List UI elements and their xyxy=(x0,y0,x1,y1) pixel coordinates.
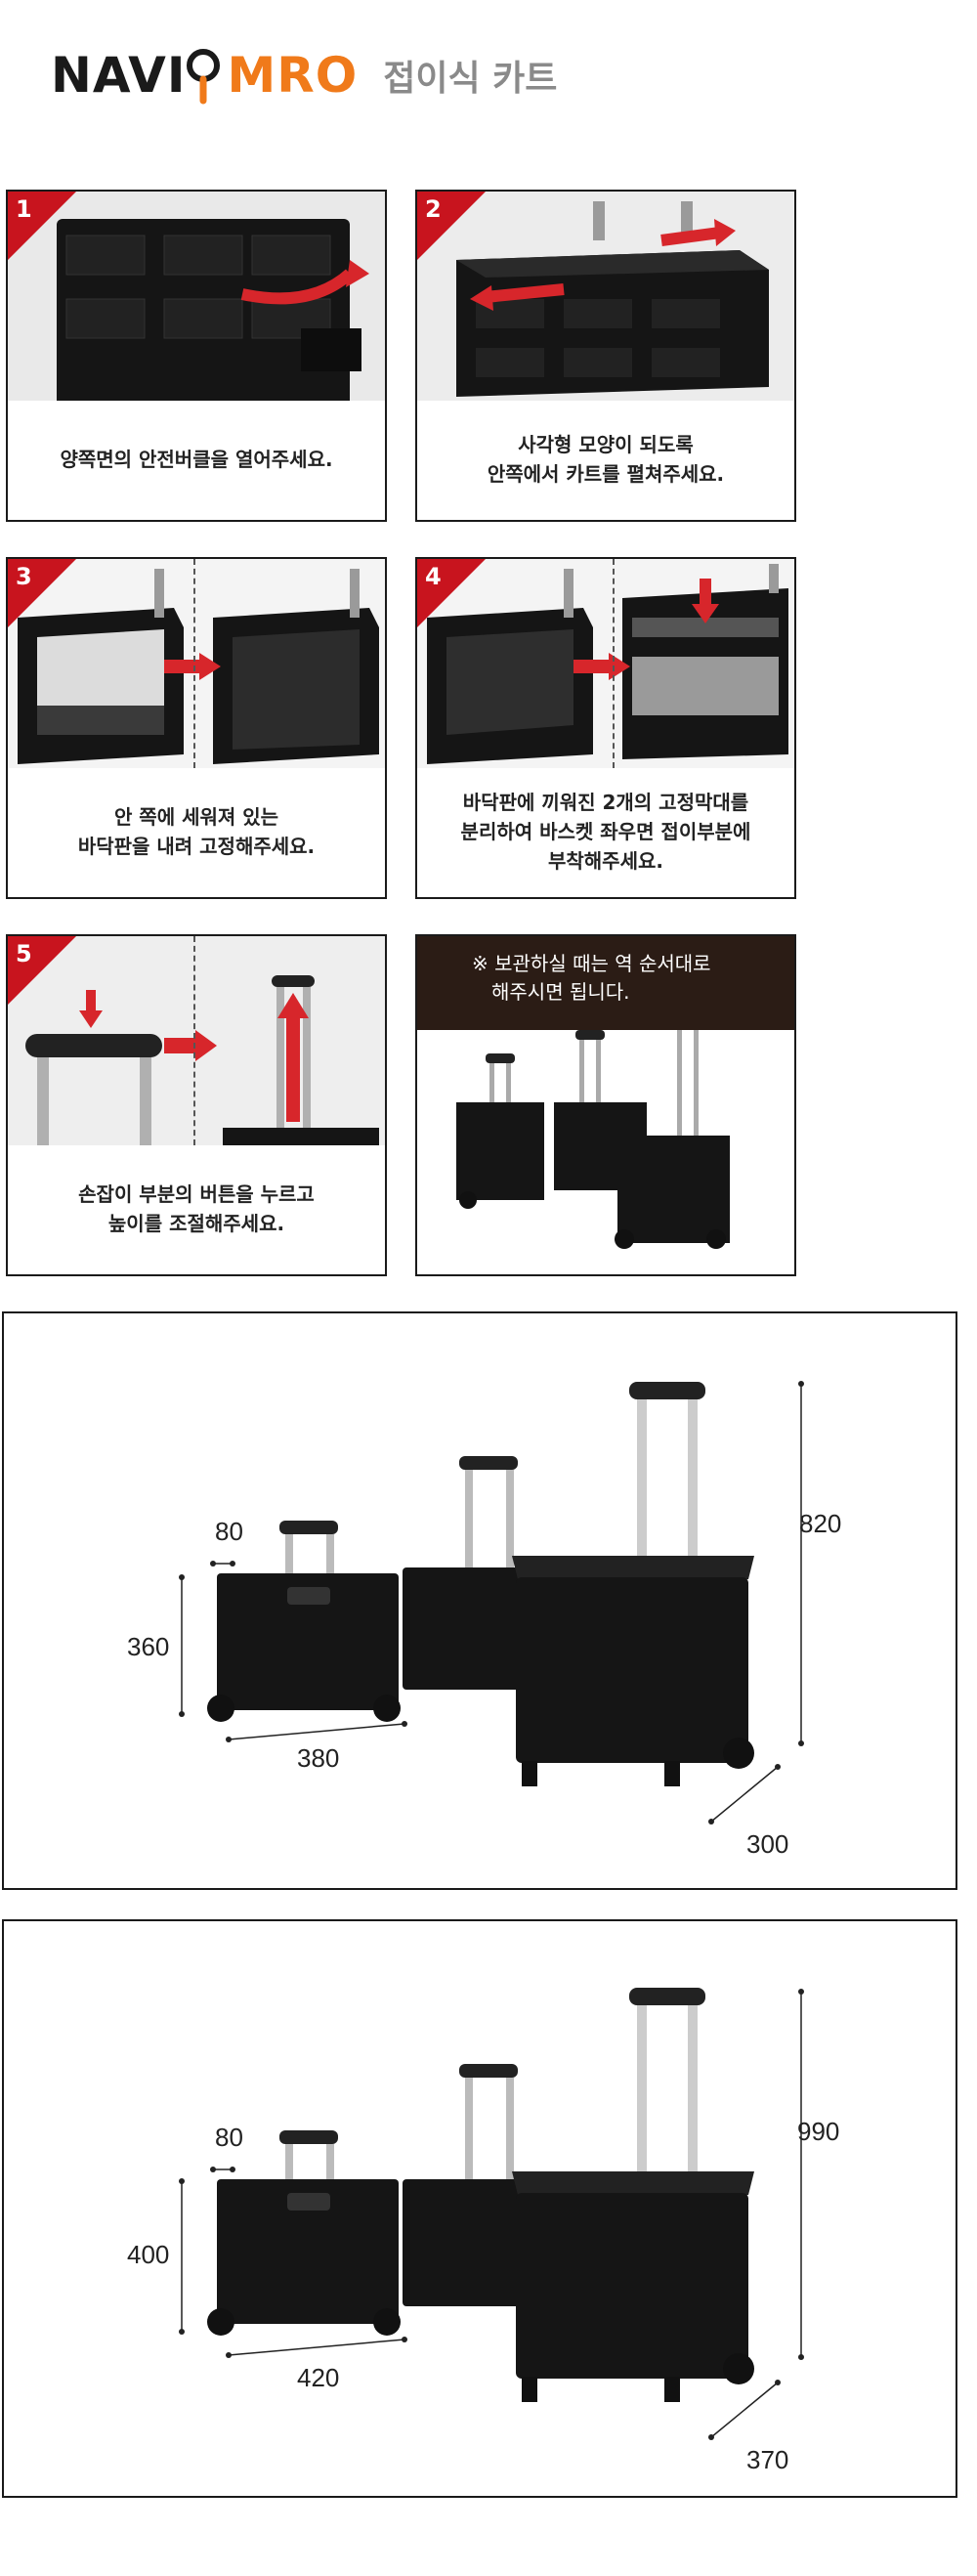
step-1-caption: 양쪽면의 안전버클을 열어주세요. xyxy=(8,399,385,520)
step-5-card: 5 손잡이 부분의 버튼을 누르고 높이를 조절해주세요. xyxy=(6,934,387,1276)
step-3-corner-ribbon xyxy=(8,559,76,627)
step-5-caption-line-2: 높이를 조절해주세요. xyxy=(107,1212,285,1235)
step-5-divider xyxy=(193,936,195,1145)
brand-name-mro: MRO xyxy=(227,47,359,104)
location-pin-icon xyxy=(182,46,225,105)
storage-note-line-2: 해주시면 됩니다. xyxy=(491,980,630,1004)
step-3-caption-line-1: 안 쪽에 세워져 있는 xyxy=(113,805,279,829)
handle-depth-label: 80 xyxy=(215,1517,243,1546)
cart-width-label: 420 xyxy=(297,2363,340,2392)
step-1-photo xyxy=(8,192,385,401)
storage-note: ※ 보관하실 때는 역 순서대로 해주시면 됩니다. xyxy=(417,936,794,1030)
step-4-card: 4 바닥판에 끼워진 2개의 고정막대를 분리하여 바스켓 좌우면 접이부분에 … xyxy=(415,557,796,899)
step-3-caption: 안 쪽에 세워져 있는 바닥판을 내려 고정해주세요. xyxy=(8,766,385,897)
handle-depth-label: 80 xyxy=(215,2123,243,2152)
step-4-corner-ribbon xyxy=(417,559,486,627)
storage-note-line-1: ※ 보관하실 때는 역 순서대로 xyxy=(472,952,711,975)
cart-width-label: 380 xyxy=(297,1743,340,1773)
step-2-caption-line-2: 안쪽에서 카트를 펼쳐주세요. xyxy=(487,462,725,486)
cart-depth-label: 300 xyxy=(746,1829,789,1859)
step-2-card: 2 사각형 모양이 되도록 안쪽에서 카트를 펼쳐주세요. xyxy=(415,190,796,522)
storage-note-photo xyxy=(417,1016,794,1274)
brand-name-navi: NAVI xyxy=(51,47,187,104)
step-4-caption-line-1: 바닥판에 끼워진 2개의 고정막대를 xyxy=(462,791,749,814)
cart-height-label: 400 xyxy=(127,2240,170,2269)
step-5-caption: 손잡이 부분의 버튼을 누르고 높이를 조절해주세요. xyxy=(8,1143,385,1274)
step-2-corner-ribbon xyxy=(417,192,486,260)
step-4-caption-line-2: 분리하여 바스켓 좌우면 접이부분에 xyxy=(460,820,751,843)
step-4-caption-line-3: 부착해주세요. xyxy=(547,849,663,873)
cart-dimension-illustration-large xyxy=(179,1988,804,2440)
step-1-caption-line: 양쪽면의 안전버클을 열어주세요. xyxy=(60,448,333,471)
step-2-caption-line-1: 사각형 모양이 되도록 xyxy=(518,433,694,456)
step-2-number: 2 xyxy=(425,195,442,223)
step-1-number: 1 xyxy=(16,195,32,223)
cart-depth-label: 370 xyxy=(746,2445,789,2474)
step-3-number: 3 xyxy=(16,563,32,590)
dimensions-panel-small: 80 360 380 820 300 xyxy=(2,1311,957,1890)
step-4-caption: 바닥판에 끼워진 2개의 고정막대를 분리하여 바스켓 좌우면 접이부분에 부착… xyxy=(417,766,794,897)
step-4-number: 4 xyxy=(425,563,442,590)
dimensions-panel-large: 80 400 420 990 370 xyxy=(2,1919,957,2498)
step-1-corner-ribbon xyxy=(8,192,76,260)
total-height-label: 990 xyxy=(797,2117,840,2146)
step-3-caption-line-2: 바닥판을 내려 고정해주세요. xyxy=(77,835,316,858)
storage-note-card: ※ 보관하실 때는 역 순서대로 해주시면 됩니다. xyxy=(415,934,796,1276)
step-5-corner-ribbon xyxy=(8,936,76,1005)
step-4-divider xyxy=(613,559,615,768)
page-title: 접이식 카트 xyxy=(383,59,558,99)
step-3-divider xyxy=(193,559,195,768)
brand-logo: NAVI MRO 접이식 카트 xyxy=(51,41,557,109)
cart-height-label: 360 xyxy=(127,1632,170,1661)
step-5-number: 5 xyxy=(16,940,32,967)
total-height-label: 820 xyxy=(799,1509,842,1538)
step-3-card: 3 안 쪽에 세워져 있는 바닥판을 내려 고정해주세요. xyxy=(6,557,387,899)
step-5-caption-line-1: 손잡이 부분의 버튼을 누르고 xyxy=(78,1182,315,1206)
cart-dimension-illustration xyxy=(179,1381,804,1825)
step-2-caption: 사각형 모양이 되도록 안쪽에서 카트를 펼쳐주세요. xyxy=(417,399,794,520)
step-1-card: 1 양쪽면의 안전버클을 열어주세요. xyxy=(6,190,387,522)
